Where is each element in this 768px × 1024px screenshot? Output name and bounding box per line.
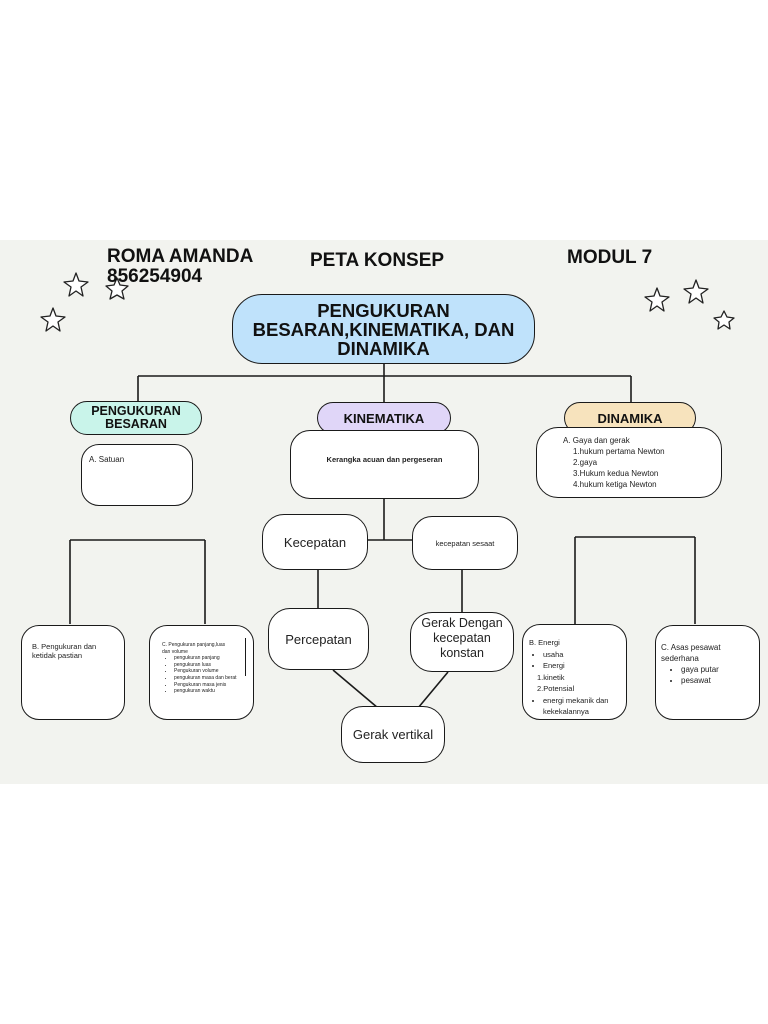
- node-gerak-kecepatan-konstan: Gerak Dengan kecepatan konstan: [410, 612, 514, 672]
- author-block: ROMA AMANDA 856254904: [107, 247, 253, 287]
- item-list: gaya putar pesawat: [661, 664, 759, 686]
- node-text: kecepatan: [433, 631, 491, 645]
- list-item: pengukuran waktu: [174, 688, 253, 695]
- category-kinematika: KINEMATIKA: [317, 402, 451, 434]
- list-item: Energi: [543, 660, 626, 672]
- list-item: pengukuran luas: [174, 662, 253, 669]
- node-text: konstan: [440, 646, 484, 660]
- list-item: 2.Potensial: [537, 684, 575, 693]
- list-item: 4.hukum ketiga Newton: [573, 480, 657, 489]
- list-item: pengukuran panjang: [174, 655, 253, 662]
- category-pengukuran-besaran: PENGUKURAN BESARAN: [70, 401, 202, 435]
- node-pengukuran-panjang-luas-volume: C. Pengukuran panjang,luas dan volume pe…: [149, 625, 254, 720]
- concept-map-poster: ROMA AMANDA 856254904 PETA KONSEP MODUL …: [0, 240, 768, 784]
- list-item: energi mekanik dan: [543, 695, 626, 707]
- item-list: usaha Energi 1.kinetik 2.Potensial energ…: [529, 649, 626, 718]
- node-text: sederhana: [661, 654, 699, 663]
- node-text: kecepatan sesaat: [435, 538, 495, 548]
- node-energi: B. Energi usaha Energi 1.kinetik 2.Poten…: [522, 624, 627, 720]
- list-item: gaya putar: [681, 664, 759, 675]
- node-kerangka-acuan: Kerangka acuan dan pergeseran: [290, 430, 479, 499]
- list-item: Pengukuran volume: [174, 668, 253, 675]
- star-icon: [105, 277, 129, 300]
- node-asas-pesawat-sederhana: C. Asas pesawat sederhana gaya putar pes…: [655, 625, 760, 720]
- star-icon: [644, 287, 670, 312]
- item-list: 1.hukum pertama Newton 2.gaya 3.Hukum ke…: [563, 446, 721, 490]
- list-item: usaha: [543, 649, 626, 661]
- star-icon: [713, 310, 735, 330]
- divider: [245, 638, 246, 676]
- list-item: pengukuran masa dan berat: [174, 675, 253, 682]
- node-text: B. Energi: [529, 638, 560, 647]
- node-text: C. Asas pesawat: [661, 643, 721, 652]
- category-label: PENGUKURAN: [91, 404, 181, 418]
- category-label: BESARAN: [105, 417, 167, 431]
- node-text: B. Pengukuran dan: [32, 642, 97, 651]
- list-item: 3.Hukum kedua Newton: [573, 469, 659, 478]
- page-title: PETA KONSEP: [310, 250, 445, 271]
- node-satuan: A. Satuan: [81, 444, 193, 506]
- node-text: Kecepatan: [283, 534, 347, 550]
- module-label: MODUL 7: [567, 247, 653, 268]
- star-icon: [40, 307, 66, 332]
- main-topic-line: PENGUKURAN: [317, 299, 450, 321]
- main-topic-line: BESARAN,KINEMATIKA, DAN: [252, 318, 515, 340]
- connector-lines: [40, 272, 735, 709]
- node-text: C. Pengukuran panjang,luas: [162, 642, 226, 648]
- node-text: Gerak Dengan: [421, 616, 503, 630]
- list-item: kekekalannya: [543, 707, 589, 716]
- list-item: 1.hukum pertama Newton: [573, 447, 665, 456]
- node-percepatan: Percepatan: [268, 608, 369, 670]
- star-icon: [63, 272, 89, 297]
- main-topic-node: PENGUKURAN BESARAN,KINEMATIKA, DAN DINAM…: [232, 294, 535, 364]
- node-text: A. Satuan: [89, 455, 125, 464]
- author-id: 856254904: [107, 266, 203, 287]
- item-list: pengukuran panjang pengukuran luas Pengu…: [162, 655, 253, 695]
- node-text: A. Gaya dan gerak: [563, 436, 630, 445]
- list-item: pesawat: [681, 675, 759, 686]
- node-kecepatan: Kecepatan: [262, 514, 368, 570]
- node-text: Gerak vertikal: [352, 727, 434, 742]
- node-text: Percepatan: [285, 631, 352, 647]
- node-gaya-dan-gerak: A. Gaya dan gerak 1.hukum pertama Newton…: [536, 427, 722, 498]
- list-item: 2.gaya: [573, 458, 598, 467]
- node-gerak-vertikal: Gerak vertikal: [341, 706, 445, 763]
- node-text: dan volume: [162, 648, 188, 655]
- node-kecepatan-sesaat: kecepatan sesaat: [412, 516, 518, 570]
- node-text: Kerangka acuan dan pergeseran: [326, 455, 443, 464]
- main-topic-line: DINAMIKA: [337, 337, 430, 359]
- author-name: ROMA AMANDA: [107, 246, 254, 267]
- node-text: ketidak pastian: [32, 651, 83, 660]
- list-item: Pengukuran masa jenis: [174, 682, 253, 689]
- list-item: 1.kinetik: [537, 672, 565, 682]
- node-ketidakpastian: B. Pengukuran dan ketidak pastian: [21, 625, 125, 720]
- star-icon: [683, 279, 709, 304]
